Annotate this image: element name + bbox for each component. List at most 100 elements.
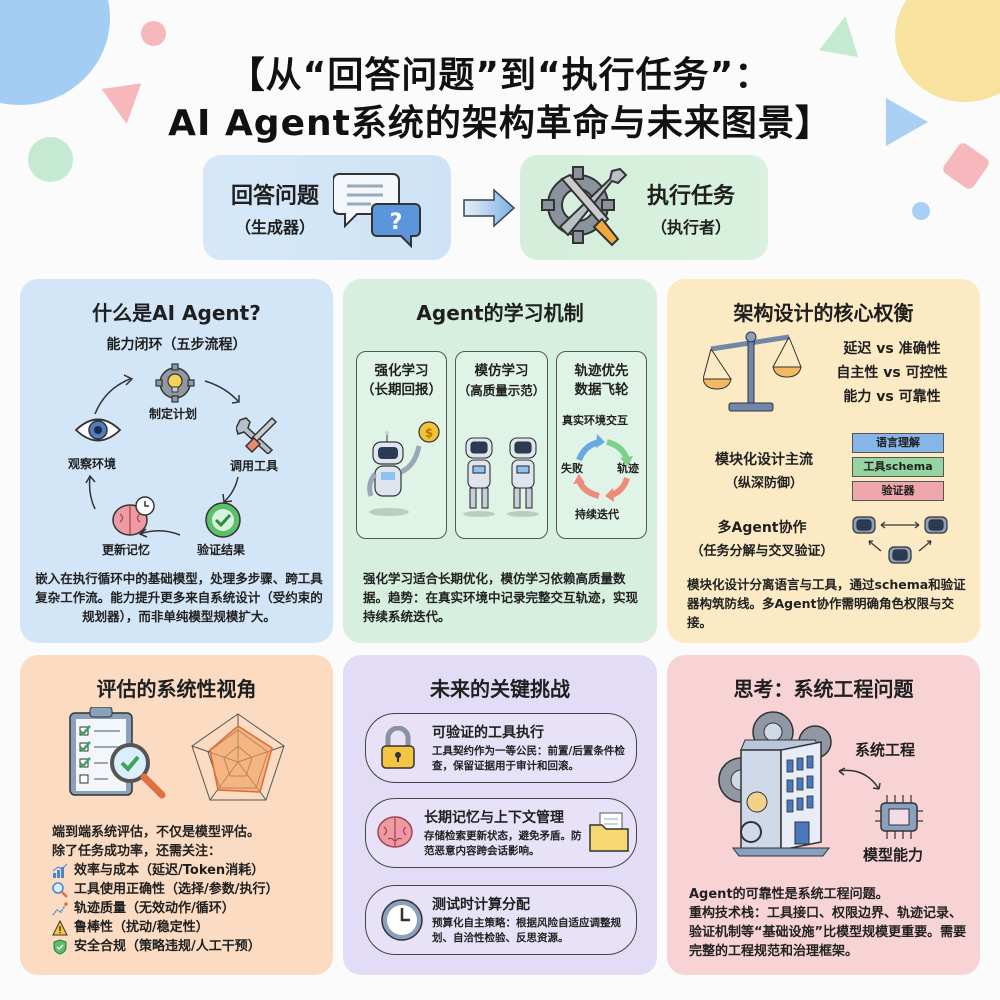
- multi-agent-heading: 多Agent协作 （任务分解与交叉验证）: [677, 517, 847, 559]
- decor-dot-blue: [912, 202, 930, 220]
- chat-question-icon: ?: [333, 172, 422, 248]
- challenge-title: 测试时计算分配: [432, 897, 530, 913]
- eval-item-trajectory: 轨迹质量（无效动作/循环）: [52, 899, 332, 918]
- padlock-icon: [381, 726, 415, 769]
- modular-subtitle: （纵深防御）: [724, 476, 803, 491]
- hero-execute-tasks: 执行任务 （执行者）: [520, 155, 768, 260]
- hero-left-title: 回答问题: [231, 183, 320, 209]
- body-rest: 重构技术栈：工具接口、权限边界、轨迹记录、验证机制等“基础设施”比模型规模更重要…: [689, 906, 967, 959]
- panel-evaluation: 评估的系统性视角 端到端系统评估，不仅是模型评估。 除了任务成功率，还需关注： …: [20, 655, 333, 975]
- decor-triangle-blue: [886, 98, 928, 146]
- radar-chart-icon: [191, 713, 285, 801]
- title-line-1: 【从“回答问题”到“执行任务”：: [228, 55, 772, 96]
- panel-challenges: 未来的关键挑战 可验证的工具执行 工具契约作为一等公民：前置/后置条件检查，保留…: [343, 655, 657, 975]
- panel-body: 模块化设计分离语言与工具，通过schema和验证器构筑防线。多Agent协作需明…: [687, 577, 966, 630]
- eval-item-safety: 安全合规（策略违规/人工干预）: [52, 937, 332, 956]
- decor-triangle-green: [819, 12, 865, 58]
- eval-item-efficiency: 效率与成本（延迟/Token消耗）: [52, 861, 332, 880]
- balance-scale-icon: [703, 331, 802, 412]
- card-subtitle: （长期回报）: [361, 382, 442, 398]
- title-line-2: AI Agent系统的架构革命与未来图景】: [168, 103, 832, 144]
- arrow-right-icon: [463, 188, 516, 228]
- evaluation-body: 端到端系统评估，不仅是模型评估。 除了任务成功率，还需关注： 效率与成本（延迟/…: [52, 823, 332, 956]
- double-arrow-icon: [838, 767, 881, 790]
- eval-item-tool-correctness: 工具使用正确性（选择/参数/执行）: [52, 880, 332, 899]
- svg-text:?: ?: [390, 210, 403, 235]
- eval-item-robustness: 鲁棒性（扰动/稳定性）: [52, 918, 332, 937]
- challenge-memory-context: 长期记忆与上下文管理 存储检索更新状态，避免矛盾。防范恶意内容跨会话影响。: [365, 798, 637, 868]
- wrench-screwdriver-icon: [236, 416, 278, 454]
- card-title: 强化学习: [374, 363, 429, 379]
- card-imitation-learning: 模仿学习 （高质量示范）: [455, 351, 548, 539]
- tradeoff-item: 延迟 vs 准确性: [843, 341, 941, 357]
- warning-icon: [52, 919, 68, 935]
- challenge-verifiable-tools: 可验证的工具执行 工具契约作为一等公民：前置/后置条件检查，保留证据用于审计和回…: [365, 713, 637, 783]
- flywheel-right: 轨迹: [617, 462, 639, 475]
- hero-right-title: 执行任务: [647, 183, 736, 209]
- folder-icon: [589, 812, 629, 852]
- step-tools: 调用工具: [230, 459, 279, 473]
- panel-title: 未来的关键挑战: [430, 677, 570, 701]
- body-line-1: Agent的可靠性是系统工程问题。: [689, 887, 889, 902]
- challenge-description: 工具契约作为一等公民：前置/后置条件检查，保留证据用于审计和回滚。: [432, 745, 625, 772]
- panel-title: 什么是AI Agent?: [92, 301, 261, 325]
- gear-lightbulb-icon: [155, 363, 195, 403]
- multi-agent-title: 多Agent协作: [717, 520, 807, 536]
- panel-thinking: 思考：系统工程问题 系统工程 模型能力 Agent的可靠性是系统工程问题。 重: [667, 655, 980, 975]
- hero-answer-questions: 回答问题 （生成器） ?: [203, 155, 451, 260]
- trajectory-icon: [52, 901, 68, 915]
- layer-verifier: 验证器: [852, 481, 944, 501]
- step-plan: 制定计划: [149, 407, 198, 421]
- chip-icon: [875, 795, 923, 839]
- decor-circle-green: [28, 137, 73, 182]
- panel-learning: Agent的学习机制 强化学习 （长期回报） $ 模仿学习 （高质量示范）: [343, 279, 657, 643]
- modular-title: 模块化设计主流: [715, 452, 813, 468]
- card-title: 模仿学习: [474, 363, 529, 379]
- step-verify: 验证结果: [197, 543, 246, 557]
- label-model-capability: 模型能力: [863, 846, 924, 864]
- cycle-arrows: [85, 374, 240, 538]
- body-line-2: 除了任务成功率，还需关注：: [52, 844, 222, 859]
- hero-left-subtitle: （生成器）: [235, 217, 316, 237]
- panel-body: 嵌入在执行循环中的基础模型，处理多步骤、跨工具复杂工作流。能力提升更多来自系统设…: [35, 571, 323, 624]
- eval-item-text: 工具使用正确性（选择/参数/执行）: [74, 882, 279, 897]
- label-system-engineering: 系统工程: [855, 741, 916, 759]
- eval-item-text: 安全合规（策略违规/人工干预）: [74, 939, 261, 954]
- panel-title: 架构设计的核心权衡: [733, 301, 914, 325]
- tradeoff-list: 延迟 vs 准确性 自主性 vs 可控性 能力 vs 可靠性: [817, 337, 967, 409]
- panel-title: 思考：系统工程问题: [733, 677, 914, 701]
- card-reinforcement-learning: 强化学习 （长期回报） $: [356, 351, 447, 539]
- decor-dot-pink: [141, 21, 166, 46]
- card-trajectory-flywheel: 轨迹优先 数据飞轮 真实环境交互 失败 轨迹 持续迭代: [556, 351, 647, 539]
- eval-item-text: 轨迹质量（无效动作/循环）: [74, 901, 235, 916]
- modular-heading: 模块化设计主流 （纵深防御）: [689, 449, 839, 491]
- layer-tool-schema: 工具schema: [852, 457, 944, 477]
- three-robots-icon: [852, 516, 948, 564]
- card-title: 轨迹优先: [574, 363, 629, 379]
- panel-body: 强化学习适合长期优化，模仿学习依赖高质量数据。趋势：在真实环境中记录完整交互轨迹…: [363, 571, 639, 624]
- step-observe: 观察环境: [68, 457, 117, 471]
- building-gears-icon: [718, 711, 832, 857]
- hero-right-subtitle: （执行者）: [651, 217, 732, 237]
- challenge-description: 预算化自主策略：根据风险自适应调整规划、自洽性检验、反思资源。: [432, 917, 621, 944]
- thinking-body: Agent的可靠性是系统工程问题。 重构技术栈：工具接口、权限边界、轨迹记录、验…: [689, 885, 971, 961]
- multi-agent-subtitle: （任务分解与交叉验证）: [690, 544, 834, 559]
- panel-title: 评估的系统性视角: [96, 677, 257, 701]
- card-subtitle: 数据飞轮: [574, 382, 629, 398]
- card-subtitle: （高质量示范）: [457, 383, 546, 398]
- layer-language: 语言理解: [852, 433, 944, 453]
- bar-chart-icon: [52, 863, 68, 878]
- panel-architecture: 架构设计的核心权衡 延迟 vs 准确性 自主性 vs 可控性 能力 vs 可靠性…: [667, 279, 980, 643]
- robot-coin-icon: $: [367, 421, 440, 516]
- panel-title: Agent的学习机制: [416, 301, 584, 325]
- cycle-arrows-icon: [573, 434, 633, 502]
- clock-icon: [381, 899, 423, 941]
- gear-tools-icon: [541, 165, 628, 246]
- eval-item-text: 效率与成本（延迟/Token消耗）: [74, 863, 265, 878]
- flywheel-top: 真实环境交互: [562, 414, 628, 427]
- challenge-title: 长期记忆与上下文管理: [424, 810, 564, 826]
- flywheel-left: 失败: [561, 462, 583, 475]
- panel-what-is-agent: 什么是AI Agent? 能力闭环（五步流程） 制定计划 调用工具 验证结果 更…: [20, 279, 333, 643]
- check-circle-icon: [205, 502, 241, 538]
- tradeoff-item: 自主性 vs 可控性: [836, 365, 948, 381]
